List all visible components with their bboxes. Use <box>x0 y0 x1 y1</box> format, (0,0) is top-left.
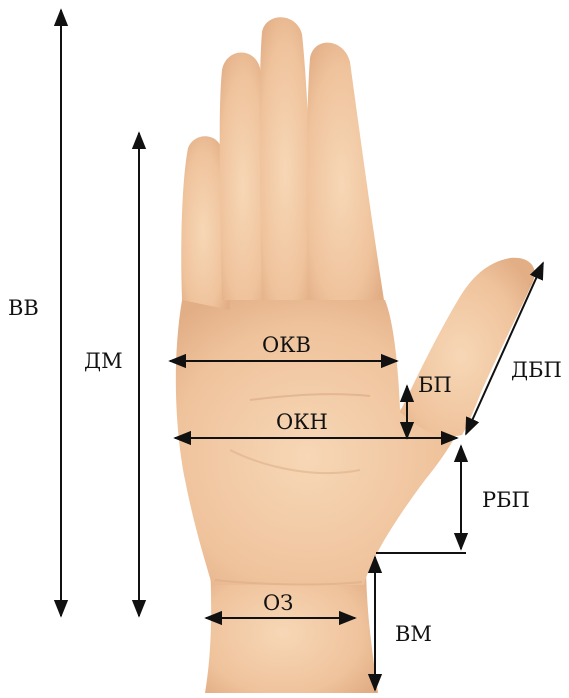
label-dm: ДМ <box>84 349 123 373</box>
dbp-arrow <box>465 261 544 436</box>
label-bp: БП <box>418 373 452 397</box>
fourth-finger <box>306 42 384 301</box>
label-okv: ОКВ <box>262 333 311 357</box>
label-vm: ВМ <box>395 622 432 646</box>
thumb <box>400 257 535 437</box>
label-rbp: РБП <box>482 488 530 512</box>
palm-crease <box>249 393 371 401</box>
palm <box>175 300 469 585</box>
label-vv: ВВ <box>8 296 39 320</box>
measurement-arrows <box>53 8 544 692</box>
ring-finger <box>259 17 316 301</box>
label-dbp: ДБП <box>511 358 562 382</box>
index-finger <box>181 136 230 310</box>
palm-crease <box>229 449 361 475</box>
middle-finger <box>219 52 272 300</box>
label-okn: ОКН <box>276 410 328 434</box>
label-oz: ОЗ <box>263 591 294 615</box>
hand-image <box>175 17 535 693</box>
forearm <box>205 560 378 693</box>
wrist-crease <box>214 579 363 586</box>
